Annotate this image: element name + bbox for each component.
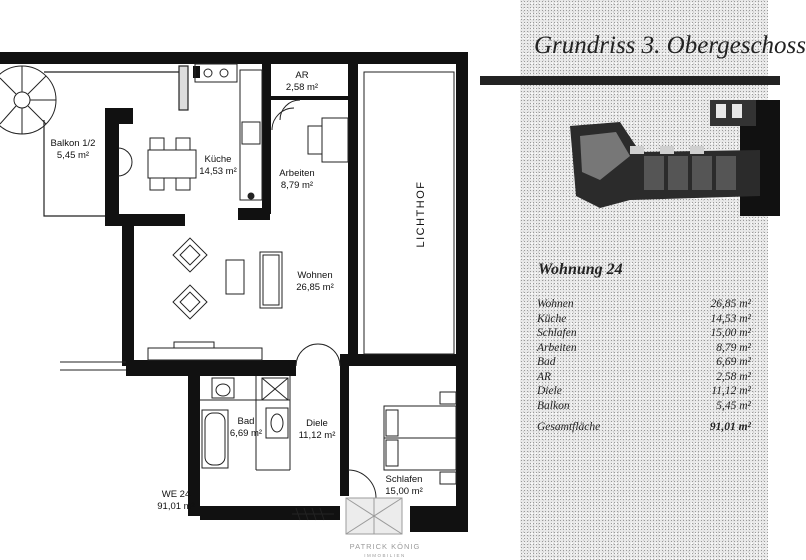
panel-title: Grundriss 3. Obergeschoss: [534, 32, 806, 59]
table-row: Wohnen 26,85 m²: [537, 297, 751, 312]
row-value: 26,85 m²: [710, 298, 751, 310]
watermark-logo: [345, 497, 403, 535]
row-value: 6,69 m²: [716, 356, 751, 368]
unit-name: WE 24: [162, 489, 191, 500]
bath-fittings: [201, 377, 289, 469]
bedroom-furniture: [347, 391, 457, 499]
unit-area: 91,01 m²: [157, 501, 195, 512]
room-area-wohnen: 26,85 m²: [296, 282, 334, 293]
room-area-bad: 6,69 m²: [230, 428, 262, 439]
row-value: 11,12 m²: [711, 385, 751, 397]
room-name-bad: Bad: [238, 416, 255, 427]
row-label: Küche: [537, 312, 567, 325]
building-overview-thumbnail: [570, 100, 780, 216]
room-name-ar: AR: [295, 70, 308, 81]
room-name-arbeiten: Arbeiten: [279, 168, 314, 179]
watermark-line1: PATRICK KÖNIG: [350, 542, 421, 551]
room-area-diele: 11,12 m²: [299, 430, 336, 441]
kitchen-fittings: [117, 63, 263, 201]
row-label: Wohnen: [537, 298, 574, 310]
total-row: Gesamtfläche 91,01 m²: [537, 413, 751, 435]
row-value: 2,58 m²: [716, 370, 751, 383]
lichthof-label: LICHTHOF: [415, 181, 427, 248]
total-label: Gesamtfläche: [537, 421, 601, 433]
row-label: Balkon: [537, 399, 570, 412]
room-name-kueche: Küche: [205, 154, 232, 165]
table-row: Küche 14,53 m²: [537, 312, 751, 327]
room-area-ar: 2,58 m²: [286, 82, 318, 93]
balcony-outline: [43, 65, 189, 217]
wardrobe: [292, 507, 334, 521]
row-value: 15,00 m²: [710, 327, 751, 339]
row-value: 8,79 m²: [716, 341, 751, 354]
table-row: Schlafen 15,00 m²: [537, 326, 751, 341]
room-name-balkon: Balkon 1/2: [51, 138, 96, 149]
area-table: Wohnen 26,85 m² Küche 14,53 m² Schlafen 15,…: [537, 297, 751, 435]
room-area-schlafen: 15,00 m²: [385, 486, 423, 497]
row-label: Diele: [537, 385, 562, 397]
room-area-balkon: 5,45 m²: [57, 150, 89, 161]
row-label: Bad: [537, 356, 556, 368]
room-area-kueche: 14,53 m²: [199, 166, 237, 177]
row-value: 5,45 m²: [716, 399, 751, 412]
table-row: Arbeiten 8,79 m²: [537, 341, 751, 356]
row-label: AR: [537, 370, 552, 383]
row-value: 14,53 m²: [710, 312, 751, 325]
table-row: Bad 6,69 m²: [537, 355, 751, 370]
study-fittings: [271, 99, 349, 163]
room-name-diele: Diele: [306, 418, 328, 429]
total-value: 91,01 m²: [709, 421, 751, 433]
room-area-arbeiten: 8,79 m²: [281, 180, 313, 191]
title-rule: [480, 76, 780, 85]
row-label: Arbeiten: [537, 341, 577, 354]
table-row: Balkon 5,45 m²: [537, 399, 751, 414]
floor-plan: PATRICK KÖNIG IMMOBILIEN Balkon 1/2 5,45…: [0, 52, 468, 558]
walls: [0, 52, 468, 532]
room-name-wohnen: Wohnen: [297, 270, 332, 281]
title-rule-left: [484, 76, 524, 85]
spiral-stair: [0, 65, 57, 135]
info-panel: Grundriss 3. Obergeschoss Wohnung 24 Woh…: [480, 0, 806, 560]
watermark-line2: IMMOBILIEN: [364, 553, 406, 558]
table-row: AR 2,58 m²: [537, 370, 751, 385]
living-furniture: [147, 237, 341, 367]
table-row: Diele 11,12 m²: [537, 384, 751, 399]
room-name-schlafen: Schlafen: [386, 474, 423, 485]
unit-subtitle: Wohnung 24: [538, 261, 623, 278]
row-label: Schlafen: [537, 327, 577, 339]
